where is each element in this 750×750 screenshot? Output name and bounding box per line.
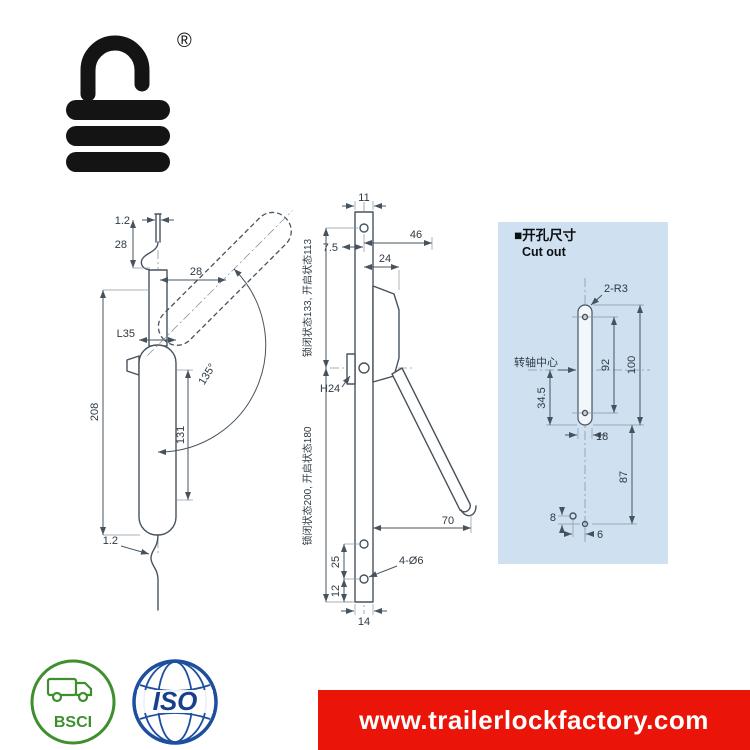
footer: BSCI ISO www.trailerlockfactory.com bbox=[0, 655, 750, 750]
dim-label-top-width: 11 bbox=[358, 192, 369, 204]
padlock-bar-icon bbox=[66, 126, 170, 146]
dim-label-8: 8 bbox=[550, 512, 556, 524]
cutout-title-cn: ■开孔尺寸 bbox=[514, 227, 577, 243]
dim-label-6: 6 bbox=[597, 529, 603, 541]
dim-label-100: 100 bbox=[626, 356, 638, 374]
front-view-drawing: 11 7.5 46 24 锁闭状态133, 开启状态113 H24 锁闭状态20… bbox=[301, 192, 477, 628]
dim-label-open-offset: 28 bbox=[190, 266, 202, 278]
cutout-panel: ■开孔尺寸 Cut out 转轴中心 2-R3 92 100 34.5 18 8… bbox=[498, 222, 668, 564]
padlock-bar-icon bbox=[66, 152, 170, 172]
dim-label-hole-spacing: 25 bbox=[330, 556, 342, 568]
truck-icon bbox=[46, 677, 93, 703]
website-banner: www.trailerlockfactory.com bbox=[318, 690, 750, 750]
dim-label-34-5: 34.5 bbox=[536, 387, 548, 408]
dim-label-24: 24 bbox=[379, 253, 391, 265]
dim-label-state-upper: 锁闭状态133, 开启状态113 bbox=[301, 238, 314, 357]
dim-label-top-thickness: 1.2 bbox=[115, 215, 130, 227]
dim-label-slot-radius: 2-R3 bbox=[604, 283, 628, 295]
registered-mark: ® bbox=[177, 30, 192, 52]
dim-label-state-lower: 锁闭状态200, 开启状态180 bbox=[301, 426, 314, 545]
iso-label: ISO bbox=[153, 686, 198, 716]
side-view-drawing: 1.2 28 28 L35 208 131 135° 1.2 bbox=[89, 210, 293, 611]
dim-label-bottom-inset: 12 bbox=[330, 585, 342, 597]
padlock-bar-icon bbox=[66, 100, 170, 120]
dim-label-open-angle: 135° bbox=[196, 362, 218, 388]
dim-label-hole-inset: 7.5 bbox=[323, 242, 338, 254]
padlock-shackle-icon bbox=[80, 35, 150, 102]
bsci-logo: BSCI bbox=[30, 659, 116, 745]
iso-logo: ISO bbox=[132, 659, 218, 745]
dim-label-mounting-holes: 4-Ø6 bbox=[399, 555, 423, 567]
dim-label-plate-width: 14 bbox=[358, 616, 370, 628]
cutout-slot bbox=[577, 304, 593, 426]
dim-label-h24: H24 bbox=[320, 383, 340, 395]
cutout-title-en: Cut out bbox=[522, 245, 567, 259]
website-url: www.trailerlockfactory.com bbox=[359, 704, 709, 735]
dim-label-handle-width: L35 bbox=[117, 328, 135, 340]
dim-label-46: 46 bbox=[410, 229, 422, 241]
dim-label-18: 18 bbox=[596, 431, 608, 443]
dim-label-arm-reach: 70 bbox=[442, 515, 454, 527]
bsci-label: BSCI bbox=[54, 714, 92, 731]
dim-label-axis: 转轴中心 bbox=[514, 355, 558, 369]
dim-label-bottom-thickness: 1.2 bbox=[103, 535, 118, 547]
brand-logo: ® bbox=[66, 30, 192, 172]
bsci-ring bbox=[30, 659, 116, 745]
technical-drawing: 1.2 28 28 L35 208 131 135° 1.2 bbox=[89, 192, 668, 628]
dim-label-92: 92 bbox=[600, 359, 612, 371]
dim-label-87: 87 bbox=[618, 471, 630, 483]
dim-label-total-length: 208 bbox=[89, 403, 101, 421]
dim-label-handle-length: 131 bbox=[175, 426, 187, 444]
dim-label-top-height: 28 bbox=[115, 239, 127, 251]
